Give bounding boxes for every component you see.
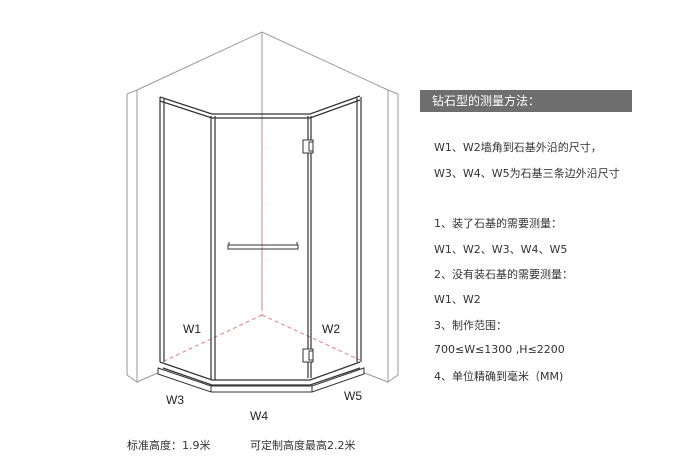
info-line-9: 4、单位精确到毫米（MM) [434,370,564,383]
shower-frame [159,95,362,386]
info-line-5: 2、没有装石基的需要测量： [434,268,573,281]
door-handle [227,242,299,250]
info-line-3: 1、装了石基的需要测量： [434,217,562,230]
info-line-2: W3、W4、W5为石基三条边外沿尺寸 [434,167,620,180]
label-w1: W1 [183,322,201,336]
label-w4: W4 [250,409,268,423]
label-w2: W2 [322,322,340,336]
info-line-7: 3、制作范围： [434,319,507,332]
label-w3: W3 [166,393,184,407]
info-line-8: 700≤W≤1300 ,H≤2200 [434,343,565,356]
door-hinges [302,139,314,363]
room-walls [126,31,399,383]
measurement-dash-lines [161,125,361,363]
info-line-4: W1、W2、W3、W4、W5 [434,243,568,256]
label-w5: W5 [344,389,362,403]
info-line-6: W1、W2 [434,293,481,306]
panel-title: 钻石型的测量方法： [420,90,632,112]
custom-height-text: 可定制高度最高2.2米 [250,439,356,452]
standard-height-text: 标准高度：1.9米 [127,439,211,452]
stone-base [157,367,365,393]
info-line-1: W1、W2墙角到石基外沿的尺寸， [434,141,602,154]
